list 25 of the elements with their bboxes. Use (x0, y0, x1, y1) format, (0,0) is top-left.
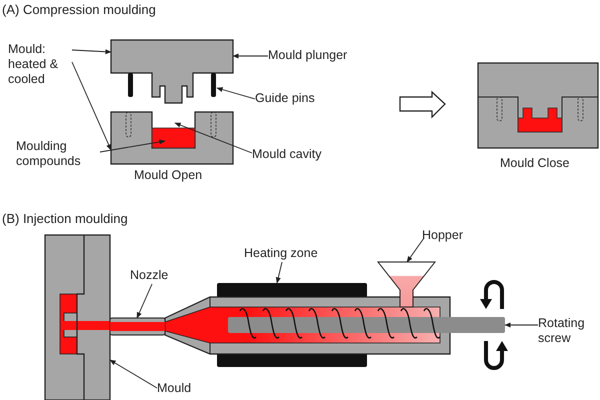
leader-line (276, 262, 282, 284)
mould-caption: Mould Open (134, 168, 202, 183)
leader-line (174, 122, 252, 154)
leader-line (72, 62, 112, 151)
callout-label: Mould (157, 381, 207, 396)
callout-label: Mould cavity (252, 147, 337, 162)
leader-line (504, 322, 538, 328)
section-heading: (A) Compression moulding (2, 2, 156, 18)
leader-line (406, 238, 424, 263)
leader-line (216, 87, 256, 100)
leader-line (232, 53, 268, 59)
callout-label: Nozzle (130, 268, 178, 283)
leader-line (109, 360, 158, 388)
section-heading: (B) Injection moulding (2, 211, 128, 227)
callout-label: Mould: heated & cooled (8, 42, 72, 87)
callout-label: Heating zone (244, 246, 330, 261)
mould-caption: Mould Close (500, 156, 570, 171)
callout-label: Guide pins (255, 91, 327, 106)
callout-label: Rotating screw (538, 316, 600, 346)
leader-line (72, 49, 112, 54)
leader-line (136, 284, 152, 319)
callout-label: Moulding compounds (16, 139, 100, 169)
callout-label: Hopper (422, 228, 474, 243)
callout-label: Mould plunger (268, 48, 360, 63)
leader-line (100, 139, 166, 152)
